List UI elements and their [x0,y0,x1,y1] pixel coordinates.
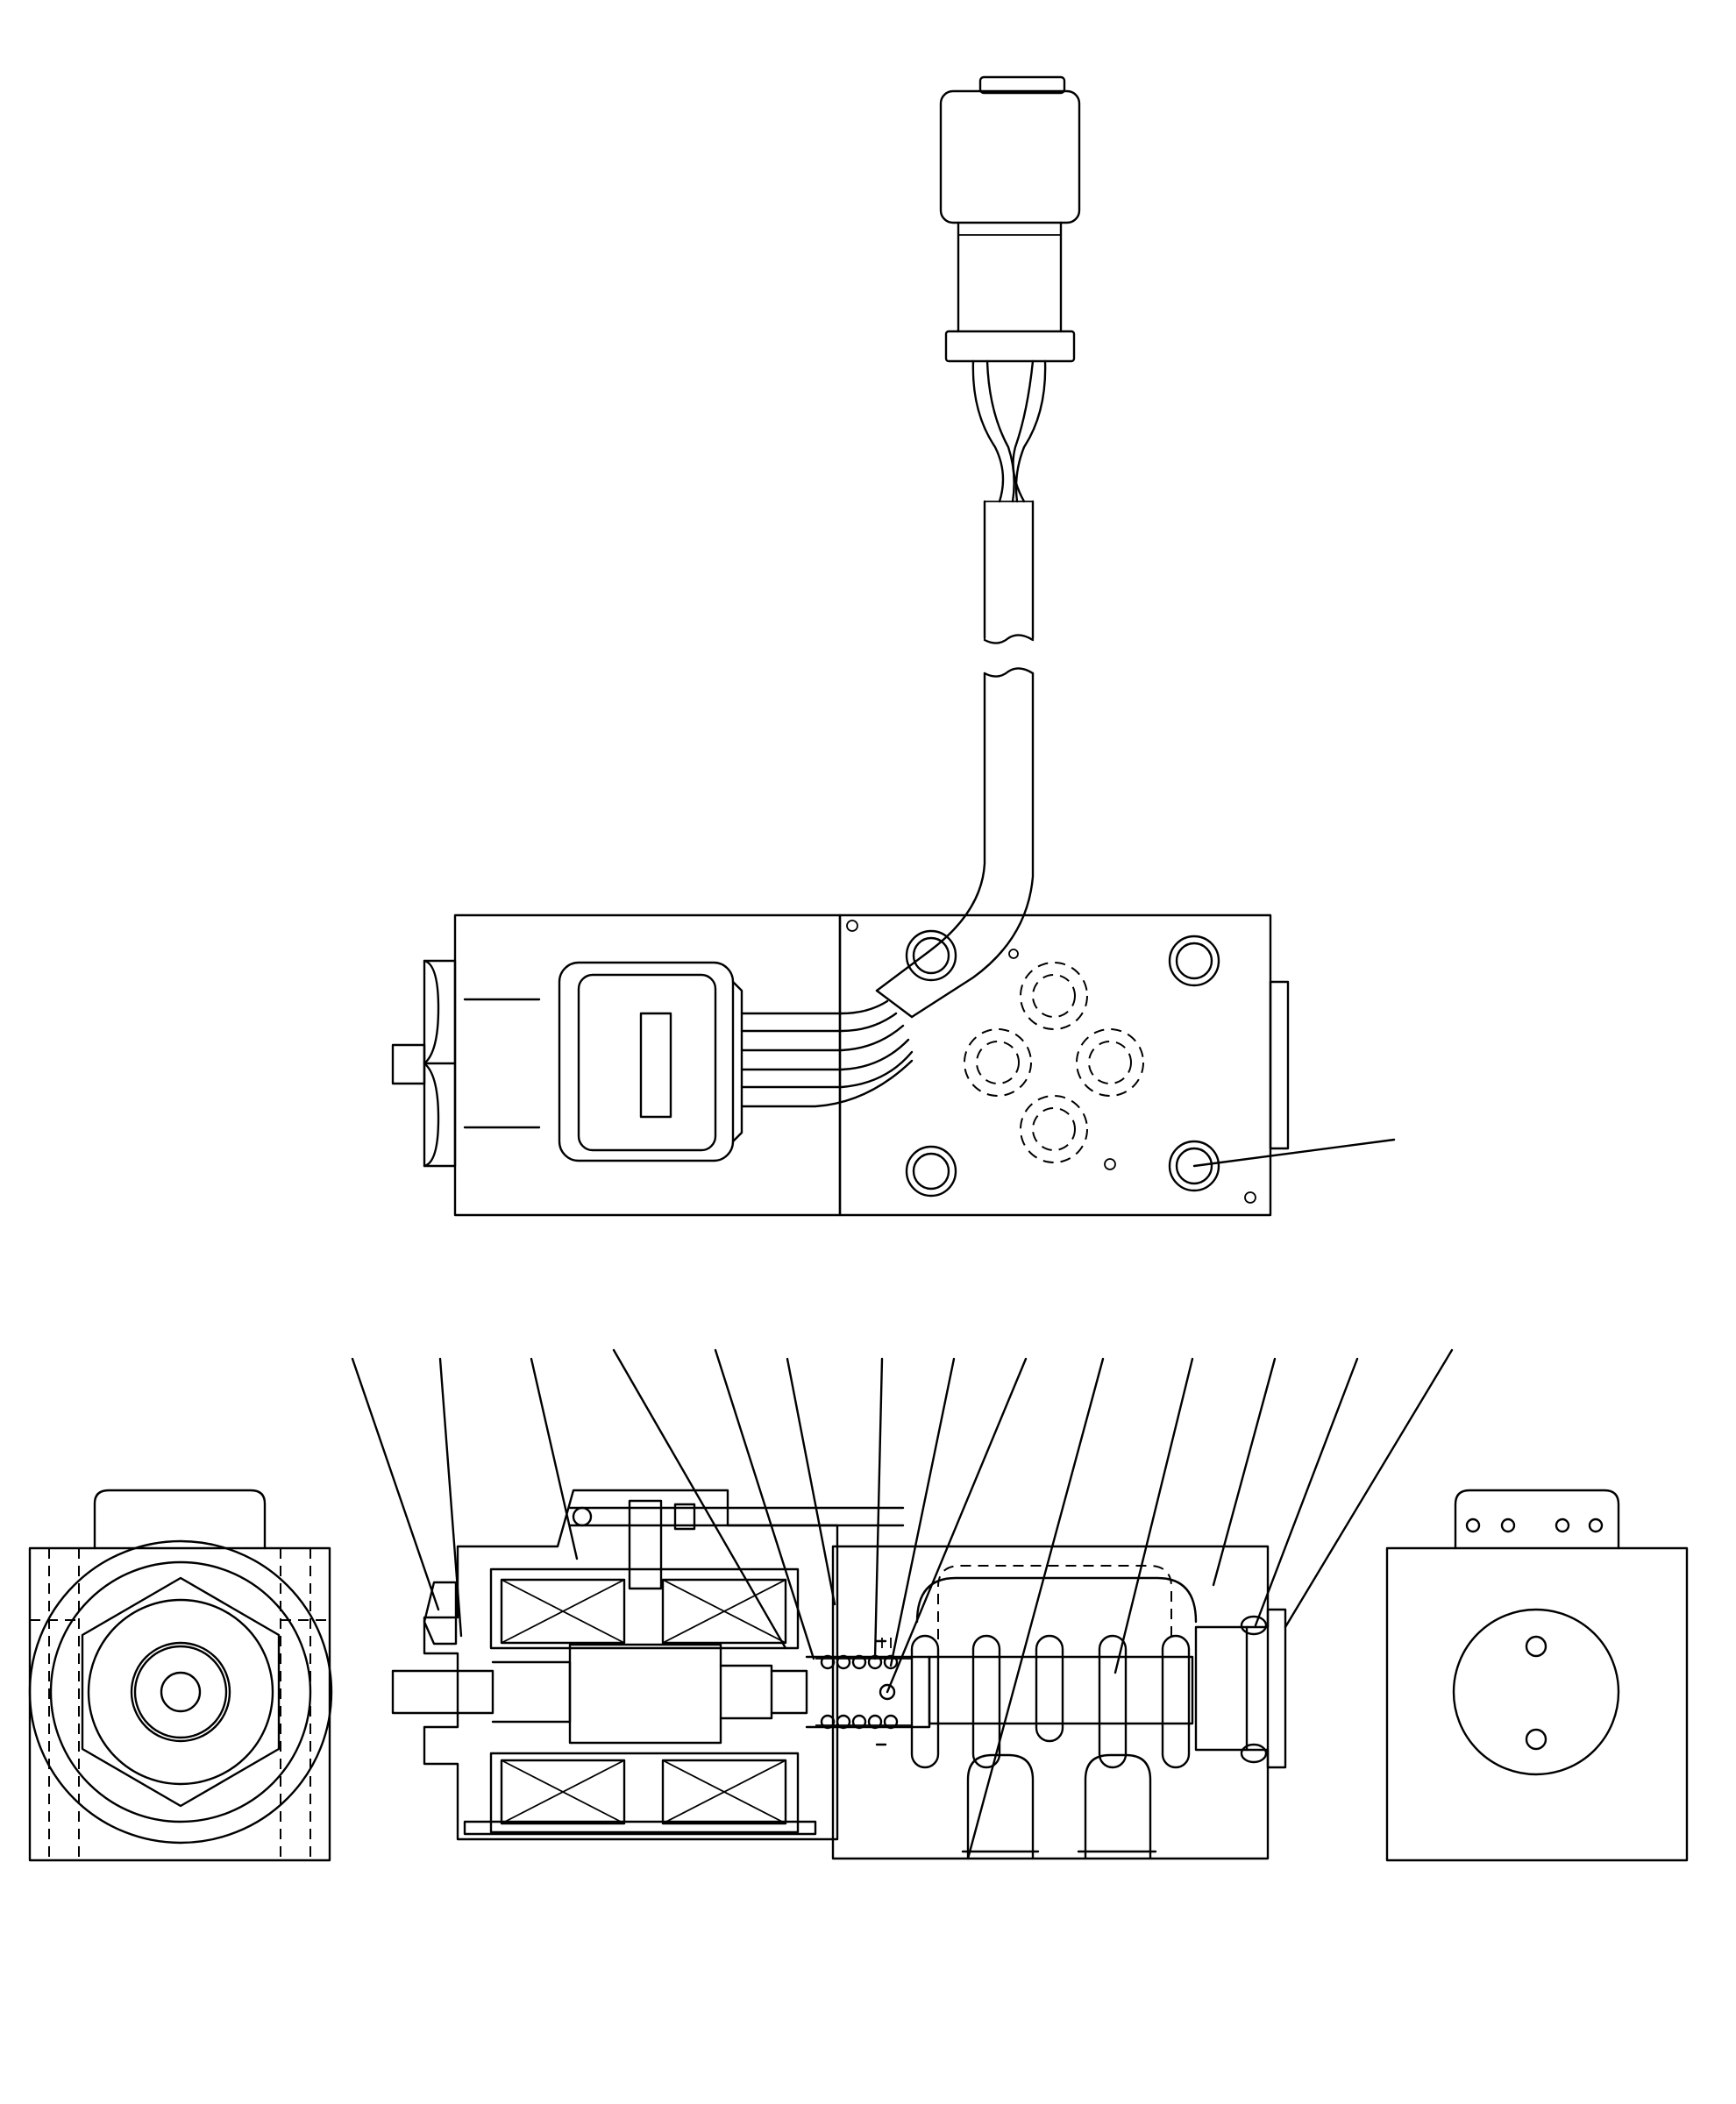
valve-top-view [391,913,1290,1217]
connector-wires [971,359,1047,503]
connector-plug [939,75,1081,363]
section-view [391,1489,1287,1860]
right-end-view [1385,1489,1689,1862]
cable-jacket [875,500,1035,1019]
callout-leaders-section [351,1348,1454,1860]
callout-leader-top [1192,1138,1396,1168]
left-end-view [28,1489,333,1862]
